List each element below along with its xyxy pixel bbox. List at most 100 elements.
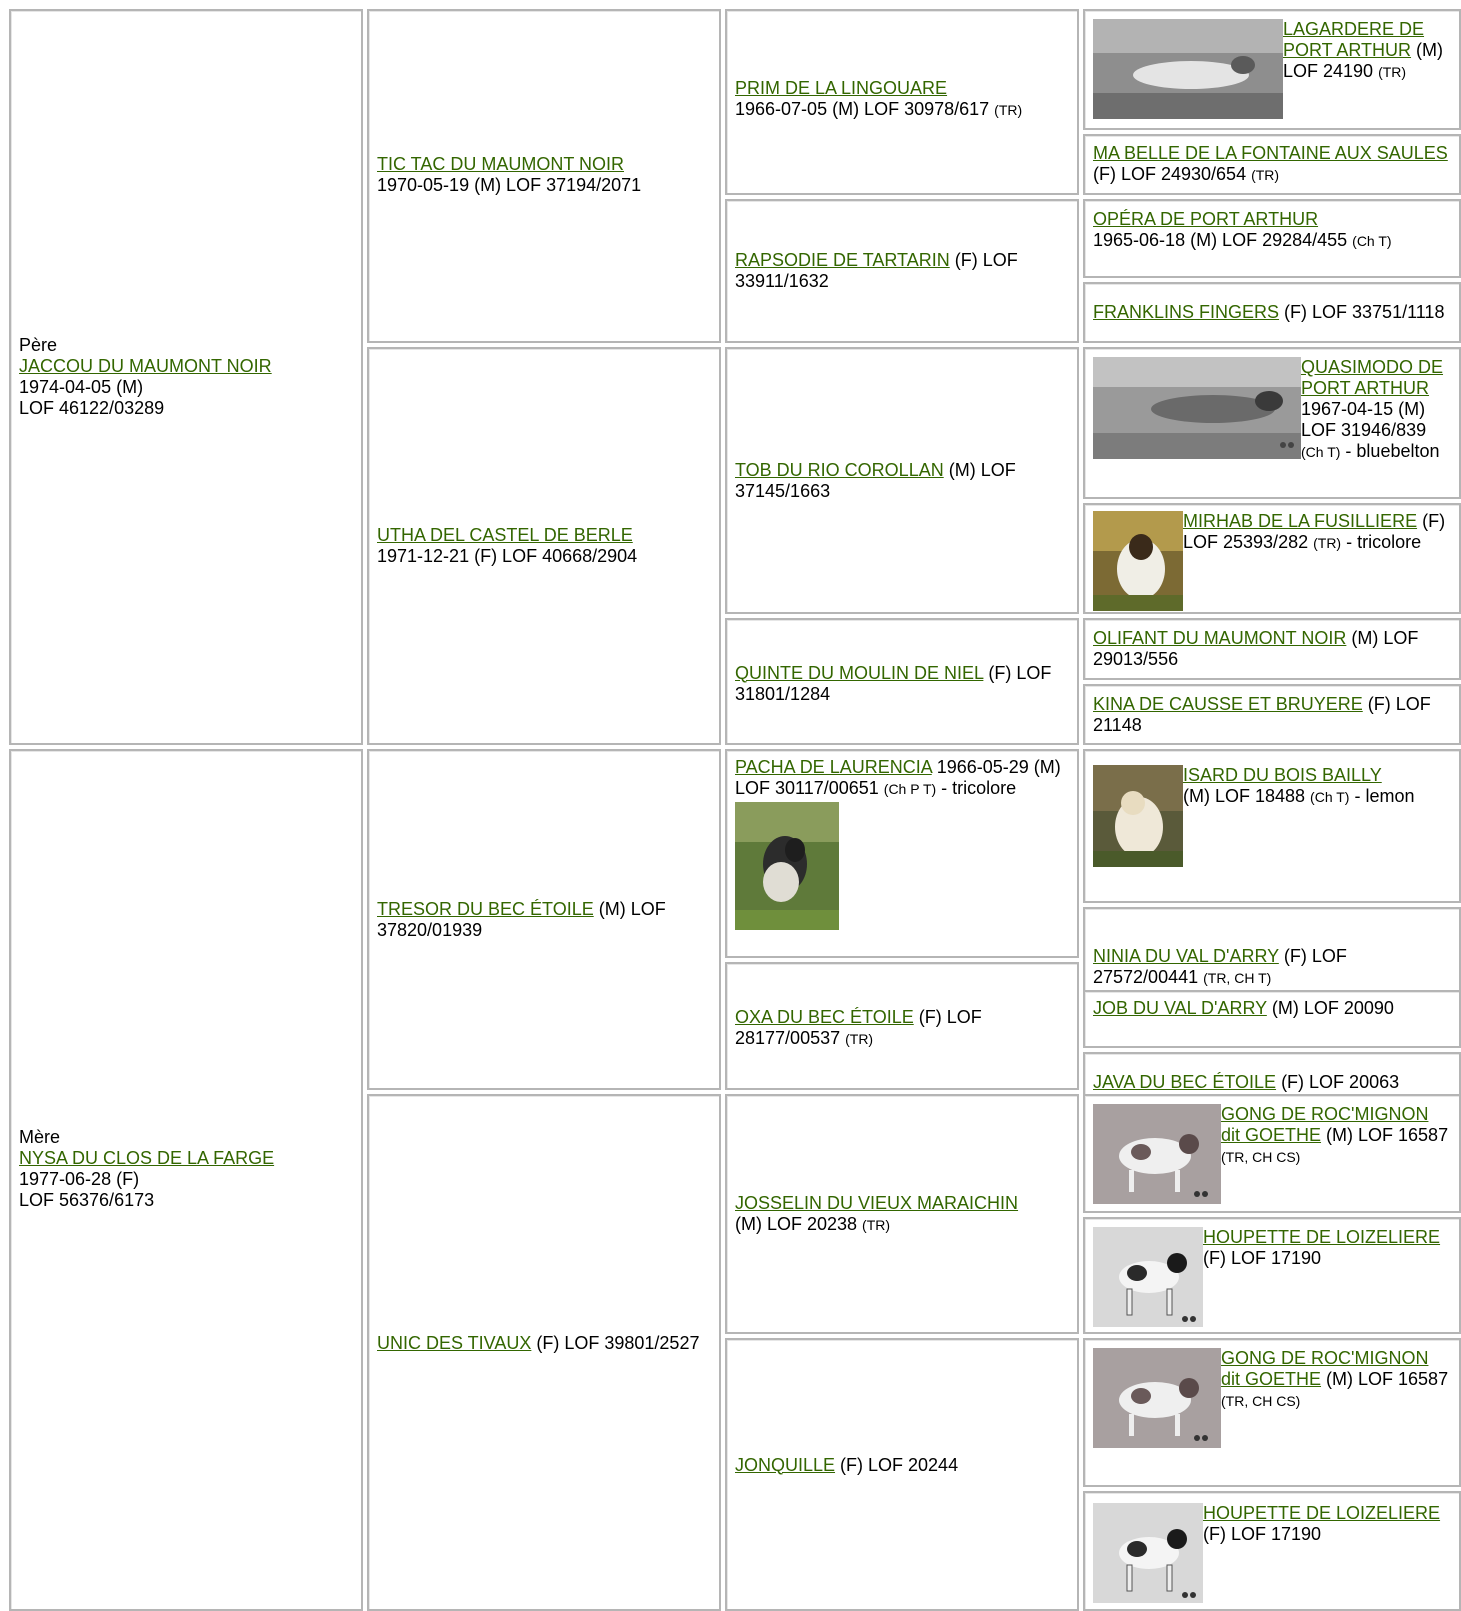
- kina-link[interactable]: KINA DE CAUSSE ET BRUYERE: [1093, 693, 1363, 714]
- pacha-link[interactable]: PACHA DE LAURENCIA: [735, 757, 932, 777]
- gong1-info: (M) LOF 16587: [1321, 1125, 1449, 1145]
- houpette2-link[interactable]: HOUPETTE DE LOIZELIERE: [1203, 1503, 1441, 1523]
- tresor-info: (M) LOF 37820/01939: [377, 898, 666, 940]
- isard-cell: ISARD DU BOIS BAILLY (M) LOF 18488 (Ch T…: [1083, 749, 1461, 903]
- gong1-title: (TR, CH CS): [1221, 1149, 1301, 1165]
- lagardere-link[interactable]: LAGARDERE DE PORT ARTHUR: [1283, 19, 1425, 60]
- pacha-info: 1966-05-29 (M) LOF 30117/00651: [735, 757, 1061, 798]
- houpette2-photo[interactable]: [1093, 1503, 1203, 1603]
- quasimodo-color: - bluebelton: [1340, 441, 1440, 461]
- lagardere-cell: LAGARDERE DE PORT ARTHUR (M) LOF 24190 (…: [1083, 9, 1461, 130]
- tictac-info: 1970-05-19 (M) LOF 37194/2071: [377, 174, 642, 195]
- gong1-photo[interactable]: [1093, 1104, 1221, 1204]
- prim-info: 1966-07-05 (M) LOF 30978/617: [735, 98, 995, 119]
- mabelle-link[interactable]: MA BELLE DE LA FONTAINE AUX SAULES: [1093, 143, 1448, 163]
- mirhab-info: (F) LOF 25393/282: [1183, 511, 1446, 552]
- pere-link[interactable]: JACCOU DU MAUMONT NOIR: [19, 356, 272, 376]
- utha-cell: UTHA DEL CASTEL DE BERLE 1971-12-21 (F) …: [367, 347, 721, 745]
- houpette1-photo[interactable]: [1093, 1227, 1203, 1327]
- houpette1-info: (F) LOF 17190: [1203, 1248, 1322, 1268]
- ninia-info: (F) LOF 27572/00441: [1093, 946, 1347, 987]
- gong2-photo[interactable]: [1093, 1348, 1221, 1448]
- houpette1-link[interactable]: HOUPETTE DE LOIZELIERE: [1203, 1227, 1441, 1247]
- job-cell: JOB DU VAL D'ARRY (M) LOF 20090: [1083, 990, 1461, 1048]
- ninia-link[interactable]: NINIA DU VAL D'ARRY: [1093, 946, 1279, 966]
- prim-title: (TR): [994, 101, 1023, 118]
- utha-link[interactable]: UTHA DEL CASTEL DE BERLE: [377, 525, 633, 545]
- kina-info: (F) LOF 21148: [1093, 693, 1431, 735]
- mere-link[interactable]: NYSA DU CLOS DE LA FARGE: [19, 1148, 275, 1168]
- mere-lof: LOF 56376/6173: [19, 1190, 155, 1210]
- franklins-info: (F) LOF 33751/1118: [1279, 302, 1445, 322]
- quinte-info: (F) LOF 31801/1284: [735, 662, 1052, 704]
- josselin-cell: JOSSELIN DU VIEUX MARAICHIN (M) LOF 2023…: [725, 1094, 1079, 1334]
- mabelle-title: (TR): [1251, 167, 1280, 183]
- mirhab-title: (TR): [1313, 535, 1342, 551]
- rapsodie-info: (F) LOF 33911/1632: [735, 250, 1018, 291]
- gong1-link[interactable]: GONG DE ROC'MIGNON dit GOETHE: [1221, 1104, 1429, 1145]
- gong2-cell: GONG DE ROC'MIGNON dit GOETHE (M) LOF 16…: [1083, 1338, 1461, 1487]
- mere-cell: Mère NYSA DU CLOS DE LA FARGE 1977-06-28…: [9, 749, 363, 1611]
- opera-cell: OPÉRA DE PORT ARTHUR 1965-06-18 (M) LOF …: [1083, 199, 1461, 278]
- isard-photo[interactable]: [1093, 765, 1183, 867]
- olifant-link[interactable]: OLIFANT DU MAUMONT NOIR: [1093, 628, 1347, 648]
- mabelle-cell: MA BELLE DE LA FONTAINE AUX SAULES (F) L…: [1083, 134, 1461, 195]
- houpette1-cell: HOUPETTE DE LOIZELIERE (F) LOF 17190: [1083, 1217, 1461, 1334]
- jonquille-info: (F) LOF 20244: [835, 1454, 959, 1475]
- isard-title: (Ch T): [1310, 789, 1350, 805]
- mirhab-link[interactable]: MIRHAB DE LA FUSILLIERE: [1183, 511, 1418, 531]
- kina-cell: KINA DE CAUSSE ET BRUYERE (F) LOF 21148: [1083, 684, 1461, 745]
- pacha-color: - tricolore: [936, 778, 1017, 798]
- franklins-link[interactable]: FRANKLINS FINGERS: [1093, 302, 1280, 322]
- unic-info: (F) LOF 39801/2527: [531, 1333, 700, 1353]
- mirhab-photo[interactable]: [1093, 511, 1183, 611]
- opera-title: (Ch T): [1352, 233, 1392, 249]
- gong2-info: (M) LOF 16587: [1321, 1369, 1449, 1389]
- houpette2-info: (F) LOF 17190: [1203, 1524, 1322, 1544]
- tictac-link[interactable]: TIC TAC DU MAUMONT NOIR: [377, 153, 624, 174]
- mirhab-color: - tricolore: [1341, 532, 1422, 552]
- quasimodo-cell: QUASIMODO DE PORT ARTHUR 1967-04-15 (M) …: [1083, 347, 1461, 499]
- java-link[interactable]: JAVA DU BEC ÉTOILE: [1093, 1071, 1277, 1092]
- pere-lof: LOF 46122/03289: [19, 398, 165, 418]
- unic-link[interactable]: UNIC DES TIVAUX: [377, 1333, 532, 1353]
- quinte-cell: QUINTE DU MOULIN DE NIEL (F) LOF 31801/1…: [725, 618, 1079, 745]
- unic-cell: UNIC DES TIVAUX (F) LOF 39801/2527: [367, 1094, 721, 1611]
- josselin-link[interactable]: JOSSELIN DU VIEUX MARAICHIN: [735, 1192, 1019, 1213]
- mirhab-cell: MIRHAB DE LA FUSILLIERE (F) LOF 25393/28…: [1083, 503, 1461, 614]
- josselin-info: (M) LOF 20238: [735, 1213, 863, 1234]
- java-info: (F) LOF 20063: [1276, 1071, 1400, 1092]
- lagardere-photo[interactable]: [1093, 19, 1283, 119]
- rapsodie-link[interactable]: RAPSODIE DE TARTARIN: [735, 250, 950, 270]
- ninia-title: (TR, CH T): [1203, 970, 1272, 986]
- josselin-title: (TR): [862, 1216, 891, 1233]
- tictac-cell: TIC TAC DU MAUMONT NOIR 1970-05-19 (M) L…: [367, 9, 721, 343]
- prim-link[interactable]: PRIM DE LA LINGOUARE: [735, 77, 948, 98]
- lagardere-title: (TR): [1378, 64, 1407, 80]
- oxa-link[interactable]: OXA DU BEC ÉTOILE: [735, 1006, 914, 1027]
- jonquille-link[interactable]: JONQUILLE: [735, 1454, 836, 1475]
- tob-link[interactable]: TOB DU RIO COROLLAN: [735, 459, 944, 480]
- tob-info: (M) LOF 37145/1663: [735, 459, 1016, 501]
- job-link[interactable]: JOB DU VAL D'ARRY: [1093, 998, 1267, 1018]
- prim-cell: PRIM DE LA LINGOUARE 1966-07-05 (M) LOF …: [725, 9, 1079, 195]
- quasimodo-link[interactable]: QUASIMODO DE PORT ARTHUR: [1301, 357, 1444, 398]
- isard-link[interactable]: ISARD DU BOIS BAILLY: [1183, 765, 1382, 785]
- pacha-cell: PACHA DE LAURENCIA 1966-05-29 (M) LOF 30…: [725, 749, 1079, 958]
- pacha-photo[interactable]: [735, 802, 839, 930]
- gong2-link[interactable]: GONG DE ROC'MIGNON dit GOETHE: [1221, 1348, 1429, 1389]
- gong1-cell: GONG DE ROC'MIGNON dit GOETHE (M) LOF 16…: [1083, 1094, 1461, 1213]
- mere-birth: 1977-06-28 (F): [19, 1169, 140, 1189]
- opera-link[interactable]: OPÉRA DE PORT ARTHUR: [1093, 209, 1319, 229]
- mere-label: Mère: [19, 1127, 61, 1147]
- houpette2-cell: HOUPETTE DE LOIZELIERE (F) LOF 17190: [1083, 1491, 1461, 1611]
- quinte-link[interactable]: QUINTE DU MOULIN DE NIEL: [735, 662, 984, 683]
- tresor-link[interactable]: TRESOR DU BEC ÉTOILE: [377, 898, 594, 919]
- tresor-cell: TRESOR DU BEC ÉTOILE (M) LOF 37820/01939: [367, 749, 721, 1090]
- olifant-info: (M) LOF 29013/556: [1093, 628, 1419, 669]
- quasimodo-photo[interactable]: [1093, 357, 1301, 459]
- pacha-title: (Ch P T): [883, 781, 937, 797]
- gong2-title: (TR, CH CS): [1221, 1393, 1301, 1409]
- pere-birth: 1974-04-05 (M): [19, 377, 144, 397]
- oxa-cell: OXA DU BEC ÉTOILE (F) LOF 28177/00537 (T…: [725, 962, 1079, 1090]
